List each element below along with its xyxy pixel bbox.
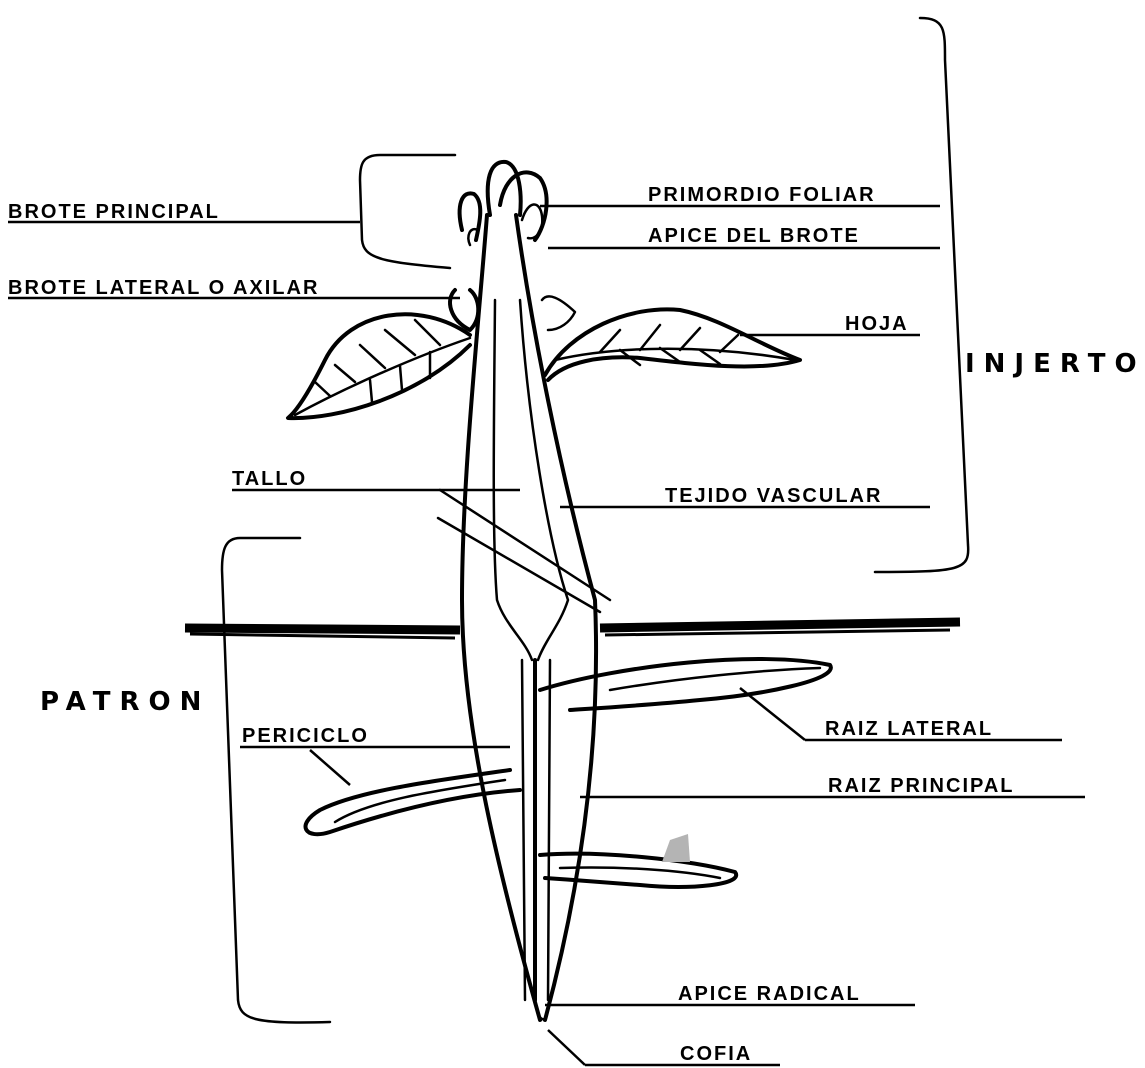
label-apice-brote: APICE DEL BROTE xyxy=(648,225,860,247)
label-raiz-lateral: RAIZ LATERAL xyxy=(825,718,993,740)
label-tejido-vascular: TEJIDO VASCULAR xyxy=(665,485,882,507)
right-leaf xyxy=(545,309,800,380)
label-cofia: COFIA xyxy=(680,1043,752,1065)
soil-line xyxy=(185,622,960,638)
injerto-bracket xyxy=(875,18,968,572)
label-tallo: TALLO xyxy=(232,468,307,490)
label-hoja: HOJA xyxy=(845,313,909,335)
label-brote-lateral: BROTE LATERAL O AXILAR xyxy=(8,277,319,299)
label-periciclo: PERICICLO xyxy=(242,725,369,747)
label-apice-radical: APICE RADICAL xyxy=(678,983,861,1005)
lateral-bud xyxy=(450,290,575,330)
patron-bracket xyxy=(222,538,330,1022)
label-raiz-principal: RAIZ PRINCIPAL xyxy=(828,775,1015,797)
lateral-roots xyxy=(306,659,831,887)
label-primordio-foliar: PRIMORDIO FOLIAR xyxy=(648,184,876,206)
shoot-bracket xyxy=(360,155,455,268)
label-brote-principal: BROTE PRINCIPAL xyxy=(8,201,220,223)
label-injerto: INJERTO xyxy=(965,349,1145,379)
main-stem xyxy=(462,215,596,1020)
label-patron: PATRON xyxy=(40,687,210,717)
left-leaf xyxy=(288,314,470,418)
scan-artifact xyxy=(662,834,690,862)
leader-lines xyxy=(8,206,1085,1065)
shoot-apex xyxy=(460,162,547,245)
